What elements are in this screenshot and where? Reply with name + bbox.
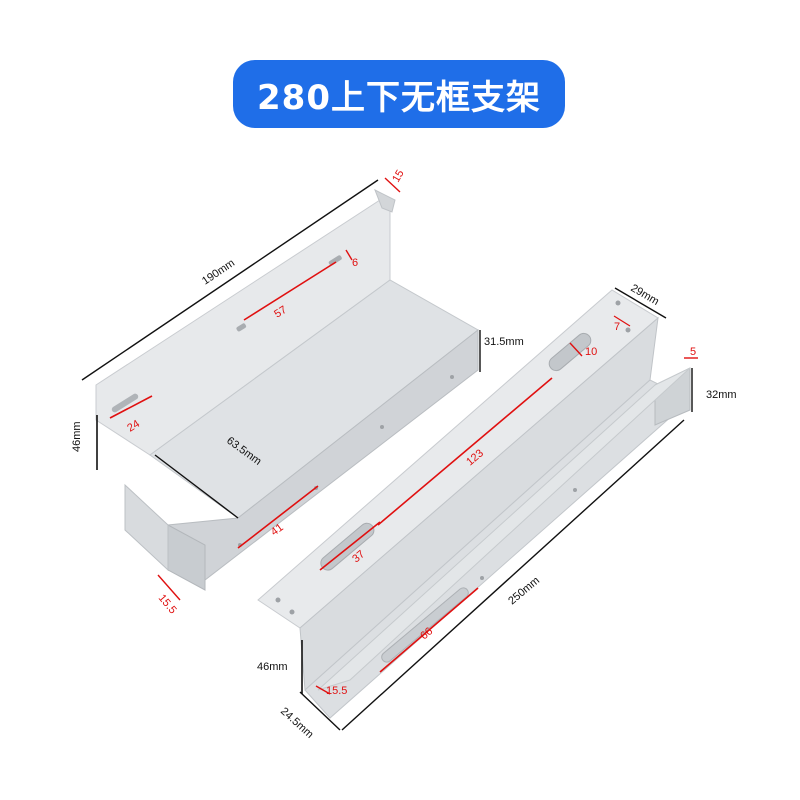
left-height-label: 46mm [71,421,83,452]
left-length-label: 190mm [200,257,237,287]
right-slot-round-label: 10 [585,346,597,358]
right-base-width-label: 24.5mm [278,705,316,741]
right-hole-label: 7 [614,321,620,333]
title-banner: 280上下无框支架 [233,60,565,128]
left-slot-top-w-label: 6 [352,257,358,269]
left-flange-label: 15 [390,168,407,185]
right-lip-height-label: 32mm [706,389,737,401]
right-bracket: 29mm 7 10 123 37 5 32mm 250mm 66 46mm 15… [257,282,737,741]
left-slot-left-label: 24 [125,418,142,435]
left-slot-top-label: 57 [272,304,289,321]
left-bracket: 190mm 46mm 63.5mm 31.5mm 15 57 6 24 41 1… [71,168,524,616]
right-length-label: 250mm [506,575,542,608]
left-slot-bottom-label: 41 [269,522,286,539]
left-foot-label: 15.5 [156,592,179,616]
left-web-label: 31.5mm [484,336,524,348]
right-lip-label: 5 [690,346,696,358]
right-foot-label: 15.5 [326,685,347,697]
right-height-label: 46mm [257,661,288,673]
page-title: 280上下无框支架 [257,77,541,118]
